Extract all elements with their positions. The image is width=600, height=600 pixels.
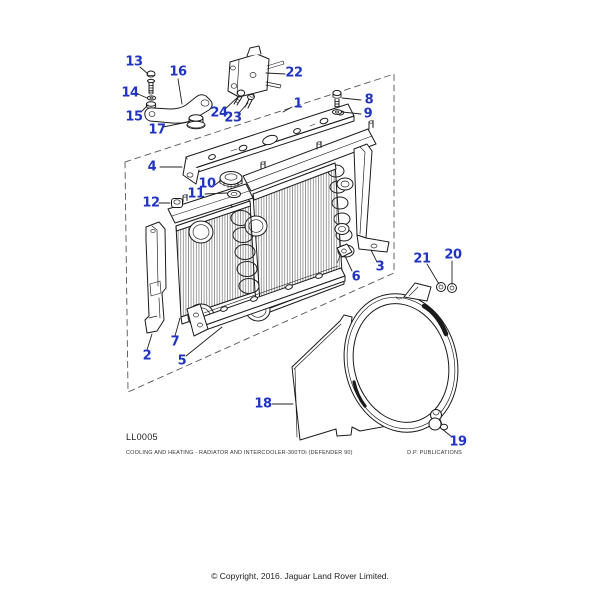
callout-11: 11 [187, 186, 205, 202]
callout-23: 23 [224, 110, 242, 126]
callout-20: 20 [444, 247, 462, 263]
part-bolt-23 [244, 93, 255, 109]
publisher-label: D.P. PUBLICATIONS [407, 450, 462, 456]
callout-15: 15 [125, 109, 143, 125]
callout-21: 21 [413, 251, 431, 267]
part-grommet-12 [171, 198, 183, 208]
callout-24: 24 [210, 105, 228, 121]
part-clip-19 [428, 409, 448, 431]
part-bracket-6 [336, 243, 353, 264]
part-stay-3 [353, 143, 390, 253]
callout-14: 14 [121, 85, 139, 101]
part-bolt-8 [332, 89, 342, 108]
callout-2: 2 [142, 348, 152, 364]
part-fan-shroud-18 [291, 282, 459, 441]
part-fastener-20 [447, 283, 457, 293]
drawing-code: LL0005 [126, 432, 158, 442]
callout-19: 19 [449, 434, 467, 450]
callout-5: 5 [177, 353, 187, 369]
part-bracket-22 [227, 45, 285, 98]
part-bottom-bracket-5 [186, 265, 346, 337]
part-bolt-13 [146, 70, 156, 95]
callout-7: 7 [170, 334, 180, 350]
callout-16: 16 [169, 64, 187, 80]
part-side-panel-2 [144, 221, 167, 334]
assembly-boundary [124, 73, 395, 393]
part-bolt-24 [233, 89, 246, 106]
callout-1: 1 [293, 96, 303, 112]
part-washer-9 [331, 109, 343, 115]
callout-10: 10 [198, 176, 216, 192]
part-bushing-17 [186, 114, 206, 130]
part-washer-14 [146, 95, 157, 101]
callout-13: 13 [125, 54, 143, 70]
callout-4: 4 [147, 159, 157, 175]
callout-6: 6 [351, 269, 361, 285]
callout-22: 22 [285, 65, 303, 81]
part-cap-10 [219, 171, 243, 190]
callout-3: 3 [375, 259, 385, 275]
diagram-caption: COOLING AND HEATING - RADIATOR AND INTER… [126, 450, 353, 456]
callout-12: 12 [142, 195, 160, 211]
copyright-notice: © Copyright, 2016. Jaguar Land Rover Lim… [211, 571, 389, 581]
leader-lines [137, 66, 453, 438]
callout-17: 17 [148, 122, 166, 138]
part-fastener-21 [436, 282, 446, 292]
callout-8: 8 [364, 92, 374, 108]
callout-18: 18 [254, 396, 272, 412]
callout-9: 9 [363, 106, 373, 122]
part-seal-11 [227, 189, 241, 199]
